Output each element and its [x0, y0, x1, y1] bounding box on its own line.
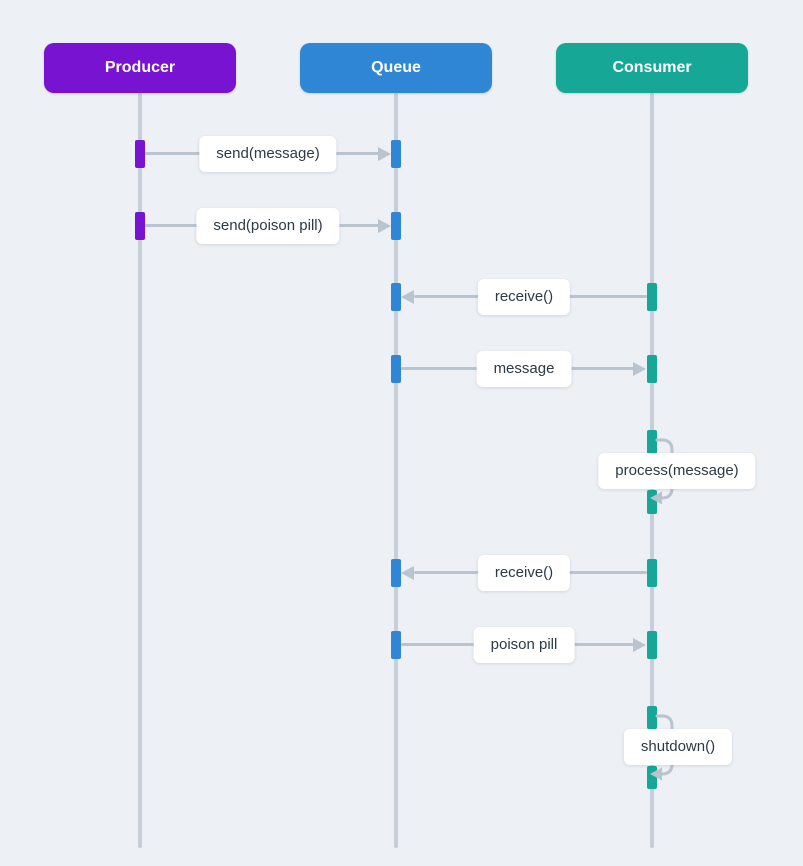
activation-queue: [391, 212, 401, 240]
arrowhead-right-icon: [633, 362, 646, 376]
message-label: receive(): [477, 279, 571, 315]
activation-consumer: [647, 766, 657, 789]
message-label: poison pill: [473, 627, 575, 663]
activation-queue: [391, 140, 401, 168]
message-label: send(poison pill): [196, 208, 340, 244]
lifeline-queue: [394, 93, 398, 848]
arrowhead-right-icon: [633, 638, 646, 652]
activation-consumer: [647, 490, 657, 514]
message-label: shutdown(): [623, 729, 733, 765]
activation-consumer: [647, 430, 657, 454]
activation-queue: [391, 283, 401, 311]
arrowhead-left-icon: [401, 566, 414, 580]
activation-queue: [391, 631, 401, 659]
activation-consumer: [647, 706, 657, 729]
arrowhead-right-icon: [378, 219, 391, 233]
message-label: receive(): [477, 555, 571, 591]
lifeline-producer: [138, 93, 142, 848]
activation-consumer: [647, 355, 657, 383]
arrowhead-right-icon: [378, 147, 391, 161]
actor-consumer: Consumer: [556, 43, 748, 93]
activation-consumer: [647, 559, 657, 587]
activation-queue: [391, 355, 401, 383]
activation-consumer: [647, 283, 657, 311]
message-label: process(message): [598, 453, 756, 489]
message-label: send(message): [199, 136, 337, 172]
message-label: message: [476, 351, 572, 387]
activation-consumer: [647, 631, 657, 659]
activation-producer: [135, 212, 145, 240]
actor-queue: Queue: [300, 43, 492, 93]
arrowhead-left-icon: [401, 290, 414, 304]
activation-queue: [391, 559, 401, 587]
actor-producer: Producer: [44, 43, 236, 93]
activation-producer: [135, 140, 145, 168]
